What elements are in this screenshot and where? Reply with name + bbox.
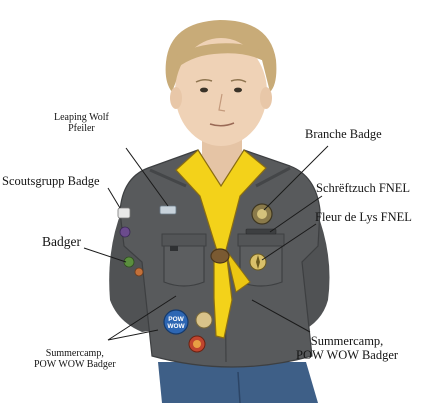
label-schreftzuch-fnel: Schrëftzuch FNEL	[316, 181, 410, 195]
label-summercamp-left: Summercamp, POW WOW Badger	[34, 348, 116, 370]
scoutsgrupp-badge	[118, 208, 130, 218]
pow-wow-patch-line1: POW	[168, 316, 184, 323]
label-badger: Badger	[42, 234, 81, 249]
left-eye	[200, 88, 208, 93]
label-fleur-de-lys-fnel: Fleur de Lys FNEL	[315, 210, 412, 224]
leaping-wolf-pin	[160, 206, 176, 214]
label-summercamp-left-line2: POW WOW Badger	[34, 359, 116, 370]
label-leaping-wolf-line2: Pfeiler	[54, 123, 109, 134]
label-leaping-wolf-line1: Leaping Wolf	[54, 112, 109, 123]
label-leaping-wolf-pfeiler: Leaping Wolf Pfeiler	[54, 112, 109, 134]
label-summercamp-right-line2: POW WOW Badger	[296, 348, 398, 362]
woggle	[211, 249, 229, 263]
right-eye	[234, 88, 242, 93]
sleeve-badge-orange	[135, 268, 143, 276]
label-summercamp-left-line1: Summercamp,	[34, 348, 116, 359]
sleeve-badge-purple	[120, 227, 130, 237]
label-branche-badge: Branche Badge	[305, 127, 382, 141]
label-summercamp-right-line1: Summercamp,	[296, 334, 398, 348]
summercamp-patch-gold	[196, 312, 212, 328]
label-scoutsgrupp-badge: Scoutsgrupp Badge	[2, 174, 100, 188]
label-summercamp-right: Summercamp, POW WOW Badger	[296, 334, 398, 362]
pow-wow-patch-line2: WOW	[167, 323, 185, 330]
